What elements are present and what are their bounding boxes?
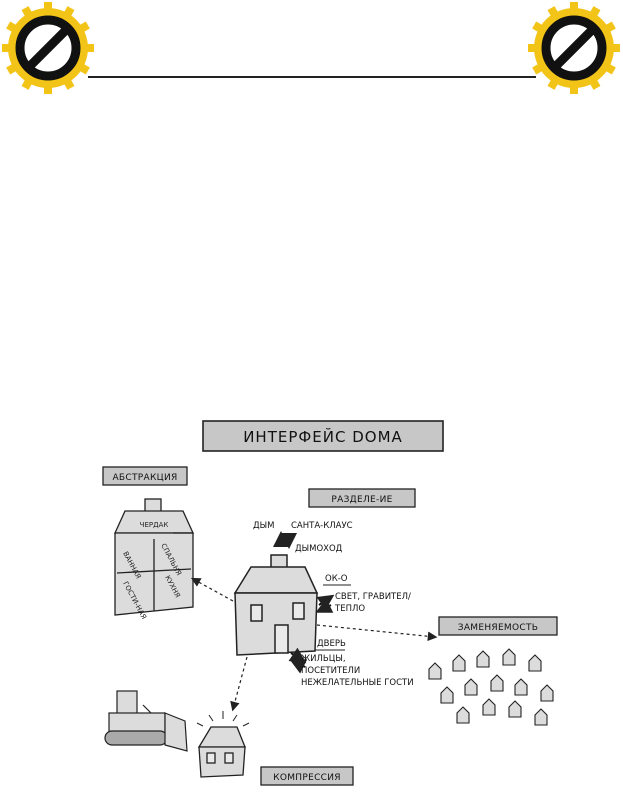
chimney-label: ДЫМОХОД bbox=[295, 544, 343, 554]
separation-box: РАЗДЕЛЕ-ИЕ bbox=[308, 488, 416, 508]
small-house bbox=[534, 708, 548, 726]
window-item-2: ТЕПЛО bbox=[334, 604, 365, 614]
abstraction-box: АБСТРАКЦИЯ bbox=[102, 466, 188, 486]
prohibition-sign-icon-right bbox=[528, 2, 620, 94]
window-item-1: СВЕТ, ГРАВИТЕЛ/ bbox=[335, 592, 411, 602]
house-interface-diagram: ИНТЕРФЕЙС DOMA АБСТРАКЦИЯ ЧЕРДАК ВАННАЯ … bbox=[102, 420, 558, 786]
compression-label: КОМПРЕССИЯ bbox=[273, 773, 341, 783]
attic-label: ЧЕРДАК bbox=[140, 521, 169, 529]
small-house bbox=[440, 686, 454, 704]
header-divider bbox=[88, 76, 536, 78]
smoke-label: ДЫМ bbox=[253, 521, 274, 531]
window-arrows bbox=[315, 594, 335, 613]
small-house bbox=[540, 684, 554, 702]
small-house bbox=[476, 650, 490, 668]
impact-lines bbox=[196, 711, 250, 727]
prohibition-sign-icon-left bbox=[2, 2, 94, 94]
abstraction-house bbox=[113, 498, 195, 616]
santa-label: САНТА-КЛАУС bbox=[291, 521, 353, 531]
title-box: ИНТЕРФЕЙС DOMA bbox=[202, 420, 444, 452]
small-house bbox=[464, 678, 478, 696]
compression-box: КОМПРЕССИЯ bbox=[260, 766, 354, 786]
small-house bbox=[528, 654, 542, 672]
small-house bbox=[502, 648, 516, 666]
dashed-arrows bbox=[190, 577, 438, 712]
door-item-3: НЕЖЕЛАТЕЛЬНЫЕ ГОСТИ bbox=[301, 678, 414, 688]
bulldozer-icon bbox=[104, 690, 188, 752]
main-house bbox=[233, 554, 319, 656]
replaceability-label: ЗАМЕНЯЕМОСТЬ bbox=[458, 623, 539, 633]
door-item-1: ЖИЛЬЦЫ, bbox=[301, 654, 346, 664]
abstraction-label: АБСТРАКЦИЯ bbox=[112, 473, 177, 483]
diagram-title: ИНТЕРФЕЙС DOMA bbox=[243, 427, 403, 446]
small-house bbox=[428, 662, 442, 680]
small-house bbox=[452, 654, 466, 672]
small-house bbox=[508, 700, 522, 718]
window-label: ОК-О bbox=[325, 574, 348, 584]
small-house bbox=[456, 706, 470, 724]
small-house bbox=[490, 674, 504, 692]
small-houses-cluster bbox=[428, 648, 554, 726]
door-label: ДВЕРЬ bbox=[317, 639, 346, 649]
door-arrows bbox=[288, 647, 308, 674]
replaceability-box: ЗАМЕНЯЕМОСТЬ bbox=[438, 616, 558, 636]
chimney-arrows bbox=[273, 531, 297, 549]
door-item-2: ПОСЕТИТЕЛИ bbox=[301, 666, 360, 676]
small-house bbox=[482, 698, 496, 716]
separation-label: РАЗДЕЛЕ-ИЕ bbox=[331, 495, 392, 505]
compressed-house bbox=[197, 726, 246, 778]
small-house bbox=[514, 678, 528, 696]
